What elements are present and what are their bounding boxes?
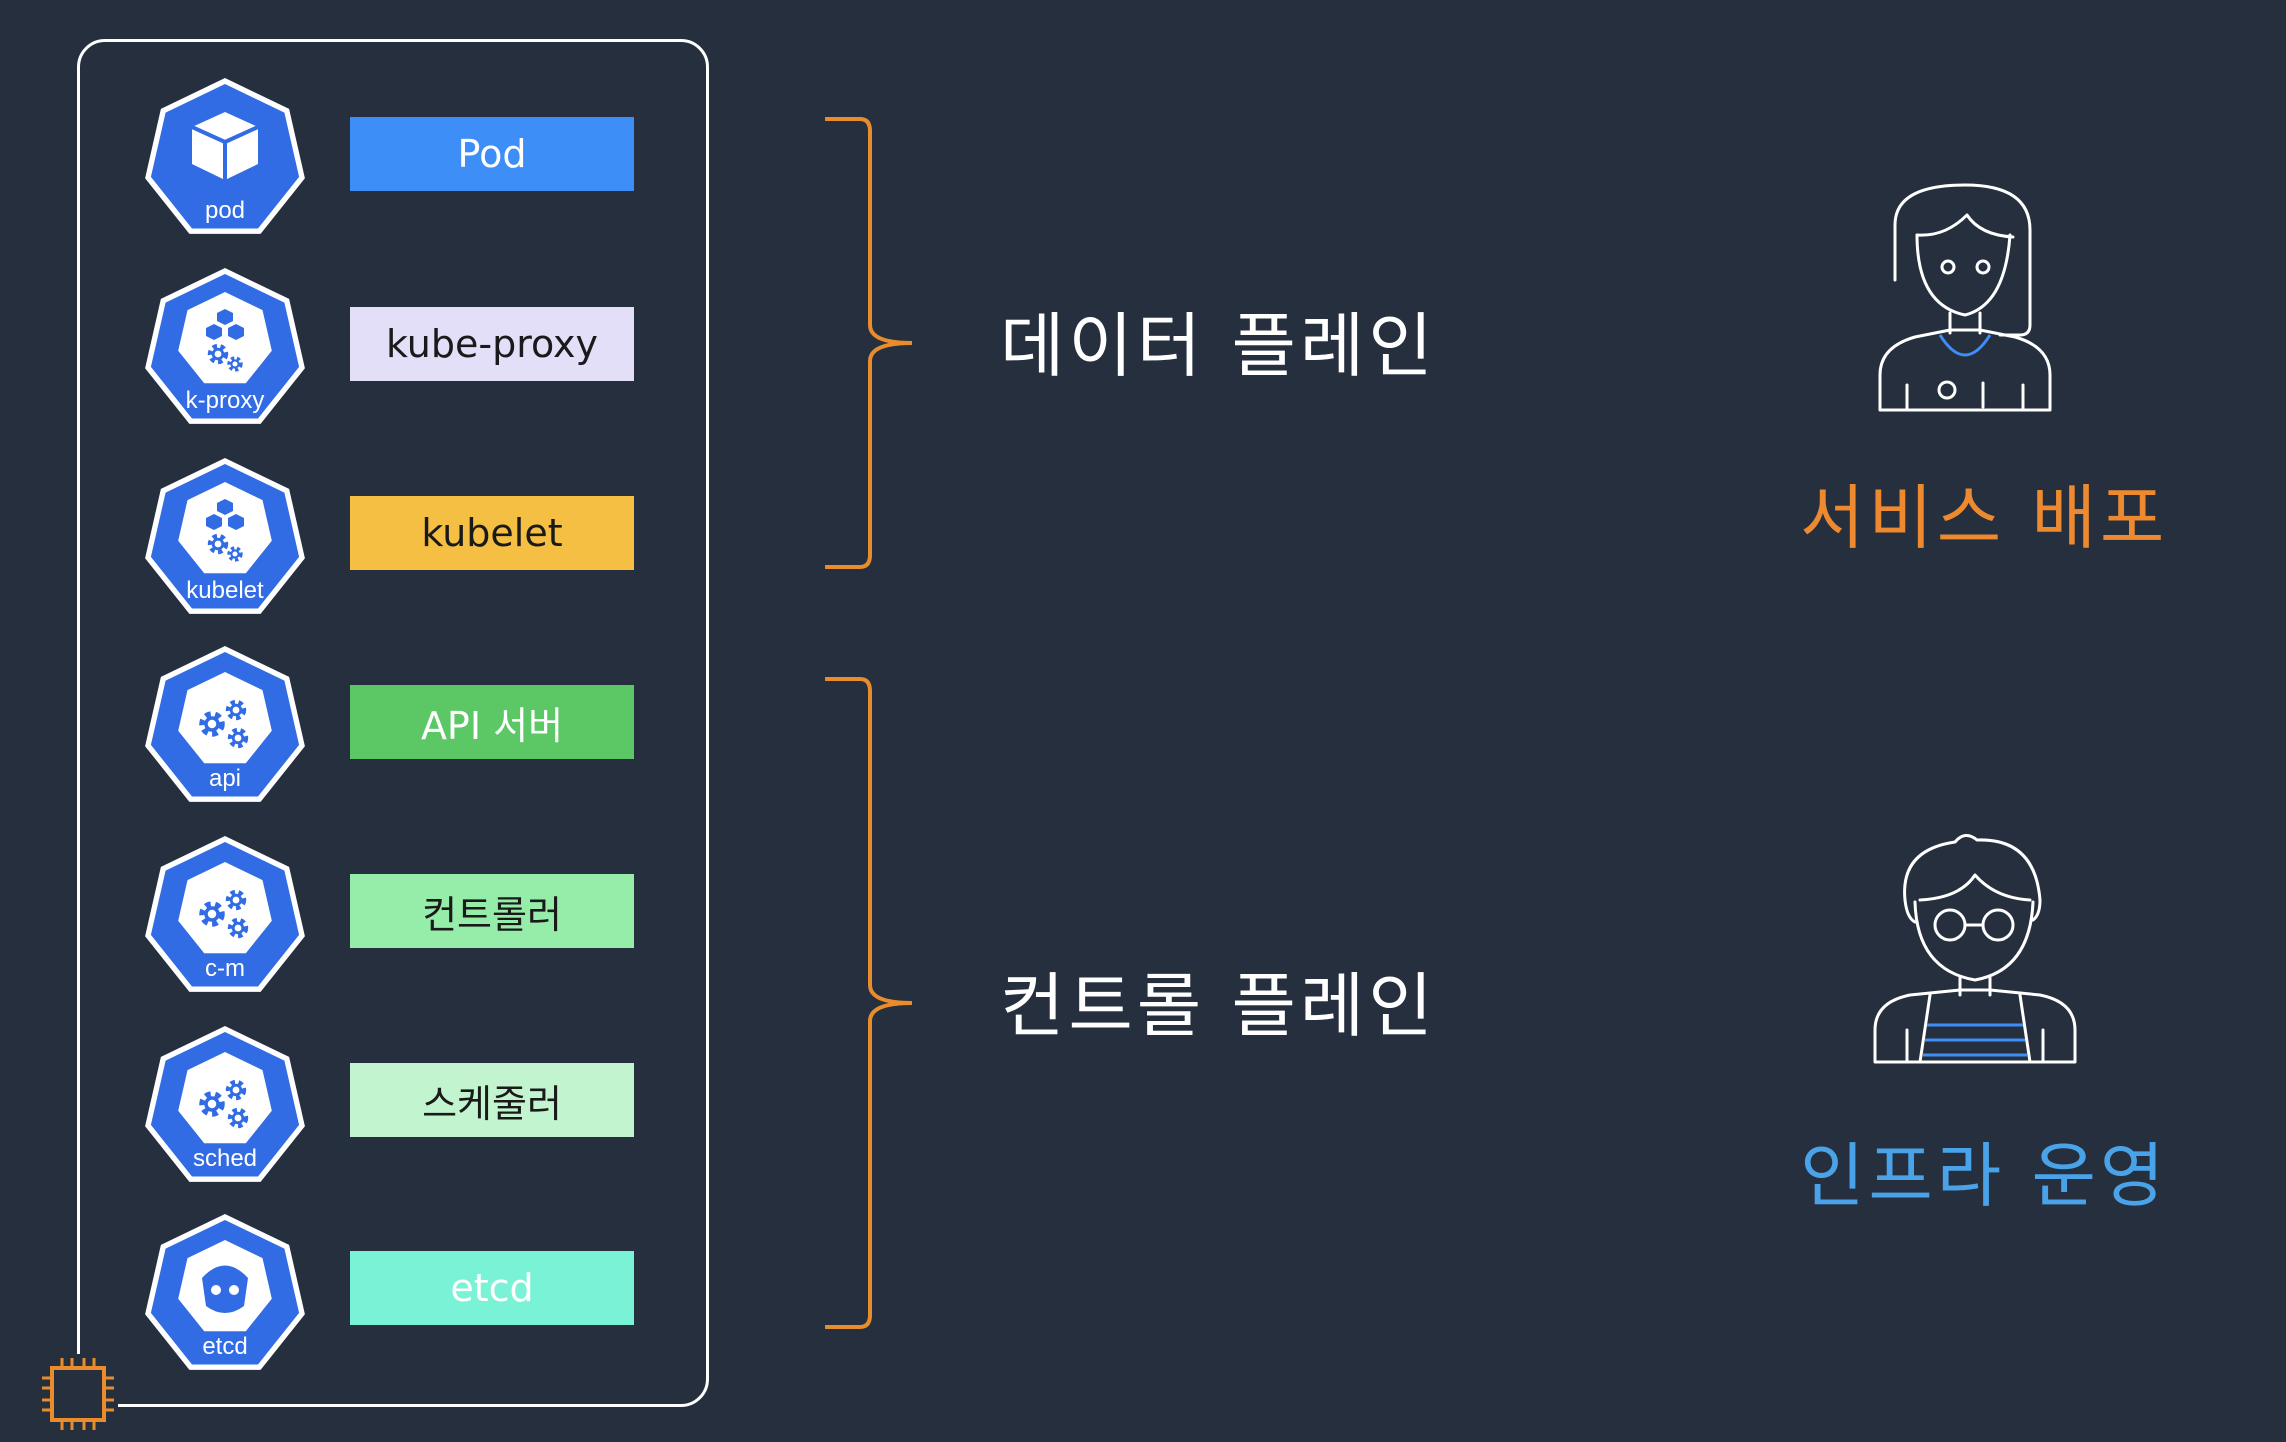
data-plane-brace xyxy=(825,117,913,569)
api-server-icon: api xyxy=(140,640,310,810)
kubelet-icon: kubelet xyxy=(140,452,310,622)
component-bar: 스케줄러 xyxy=(350,1063,634,1137)
control-plane-brace xyxy=(825,677,913,1329)
operator-role-label: 인프라 운영 xyxy=(1800,1135,2169,1217)
component-bar: Pod xyxy=(350,117,634,191)
control-plane-label: 컨트롤 플레인 xyxy=(1000,965,1437,1047)
component-bar: API 서버 xyxy=(350,685,634,759)
component-bar: kubelet xyxy=(350,496,634,570)
operator-icon xyxy=(1873,834,2077,1064)
component-bar: etcd xyxy=(350,1251,634,1325)
icon-label: k-proxy xyxy=(185,387,265,414)
chip-icon xyxy=(38,1354,118,1434)
icon-label: sched xyxy=(192,1145,258,1172)
component-bar: 컨트롤러 xyxy=(350,874,634,948)
icon-label: api xyxy=(208,765,242,792)
developer-icon xyxy=(1878,183,2052,412)
data-plane-label: 데이터 플레인 xyxy=(1000,305,1437,387)
icon-label: etcd xyxy=(202,1333,248,1360)
icon-label: kubelet xyxy=(186,577,264,604)
icon-label: c-m xyxy=(205,955,245,982)
scheduler-icon: sched xyxy=(140,1020,310,1190)
etcd-icon: etcd xyxy=(140,1208,310,1378)
developer-role-label: 서비스 배포 xyxy=(1800,477,2169,559)
kube-proxy-icon: k-proxy xyxy=(140,262,310,432)
controller-manager-icon: c-m xyxy=(140,830,310,1000)
component-bar: kube-proxy xyxy=(350,307,634,381)
pod-icon: pod xyxy=(140,72,310,242)
node-frame xyxy=(77,39,709,1407)
icon-label: pod xyxy=(204,197,246,224)
